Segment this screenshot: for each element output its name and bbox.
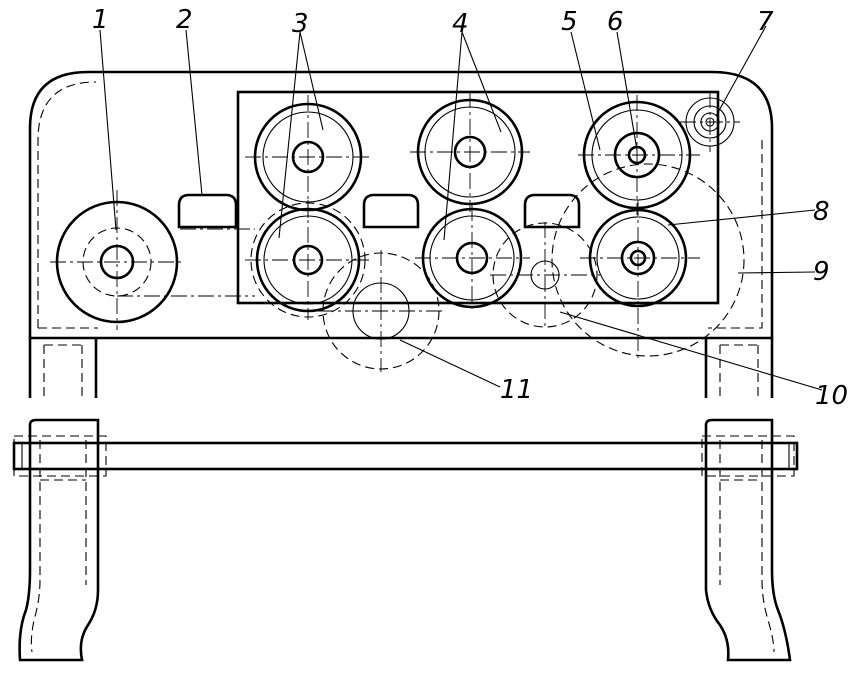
callout-2: 2 (176, 5, 193, 35)
gear-11 (318, 250, 445, 372)
housing (28, 70, 774, 340)
callout-3: 3 (292, 9, 309, 39)
roller-3-lower (245, 200, 370, 320)
wheel-1 (50, 190, 185, 330)
callout-8: 8 (813, 197, 830, 227)
roller-4-lower (415, 205, 530, 312)
roller-3-upper (245, 95, 370, 218)
callout-9: 9 (813, 257, 830, 287)
callout-7: 7 (757, 7, 774, 37)
gear-10 (490, 222, 600, 330)
upper-legs (28, 338, 774, 398)
leader-lines (99, 25, 823, 391)
inner-plate (236, 90, 720, 305)
callout-labels: 1 2 3 4 5 6 7 8 9 10 11 (92, 5, 848, 411)
roller-8-lower (580, 200, 700, 360)
tie-rod (12, 441, 799, 471)
pulley-7 (680, 92, 740, 152)
callout-1: 1 (92, 5, 109, 35)
right-lower-leg (701, 418, 795, 662)
roller-5-6-upper (578, 95, 700, 215)
roller-4-upper (410, 92, 530, 212)
callout-6: 6 (607, 7, 624, 37)
callout-5: 5 (561, 7, 578, 37)
callout-4: 4 (452, 9, 469, 39)
gear-9 (551, 163, 745, 357)
callout-10: 10 (815, 381, 848, 411)
left-lower-leg (13, 418, 107, 662)
callout-11: 11 (500, 375, 533, 405)
guide-2 (177, 193, 581, 229)
